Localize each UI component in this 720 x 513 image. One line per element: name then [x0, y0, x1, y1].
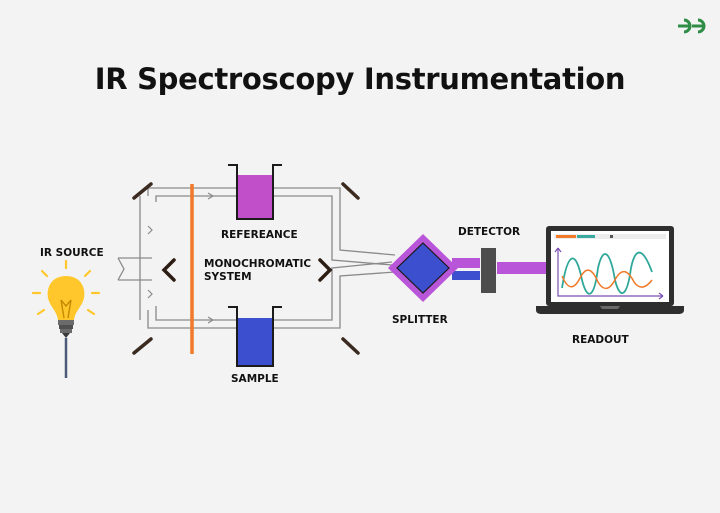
sample-label: SAMPLE — [231, 373, 279, 385]
beam-path — [117, 187, 396, 329]
monochromatic-label-line2: SYSTEM — [204, 271, 252, 283]
monochromatic-label-line1: MONOCHROMATIC — [204, 258, 312, 270]
monochromator-chevrons — [161, 258, 333, 282]
laptop-icon — [536, 226, 684, 314]
readout-label: READOUT — [572, 334, 629, 346]
detector-label: DETECTOR — [458, 226, 521, 238]
ir-source-label: IR SOURCE — [40, 247, 104, 259]
light-bulb-icon — [31, 259, 101, 378]
mirrors — [132, 182, 360, 355]
detector-block — [481, 248, 496, 293]
sample-cell — [228, 306, 282, 367]
path-arrows — [147, 192, 215, 324]
reference-label: REFEREANCE — [221, 229, 298, 241]
splitter-label: SPLITTER — [392, 314, 448, 326]
geeksforgeeks-logo-icon — [678, 18, 706, 34]
detector-beam — [452, 258, 547, 280]
beam-splitter — [388, 234, 458, 302]
reference-cell — [228, 164, 282, 220]
diagram-title: IR Spectroscopy Instrumentation — [94, 62, 626, 96]
